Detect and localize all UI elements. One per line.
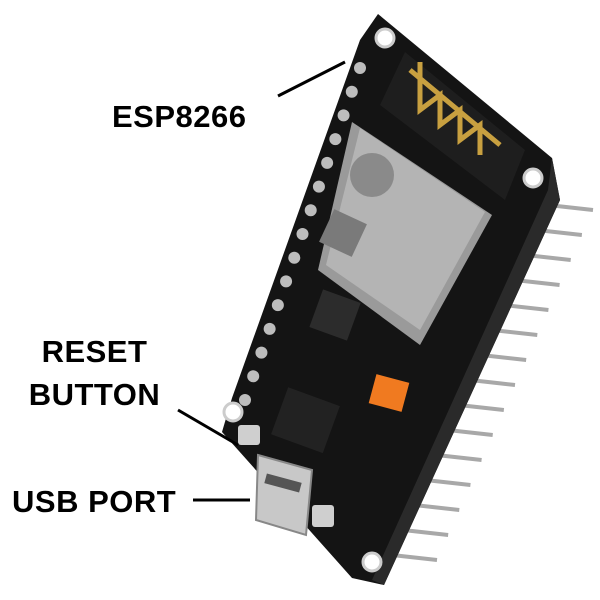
solder-pad xyxy=(280,275,293,288)
reset-pointer-line xyxy=(177,408,239,447)
header-pin xyxy=(391,553,438,562)
reset-button xyxy=(238,425,260,445)
header-pin xyxy=(447,428,493,437)
header-pin xyxy=(425,478,471,487)
esp-pointer-line xyxy=(277,60,346,98)
left-header-pins xyxy=(239,62,366,406)
usb-port-slot xyxy=(264,473,302,493)
header-pin xyxy=(402,528,449,537)
usb-port xyxy=(254,453,314,537)
antenna-area xyxy=(380,52,525,200)
reset-button-label: RESET BUTTON xyxy=(22,330,167,416)
flash-button xyxy=(312,505,334,527)
mounting-hole xyxy=(222,401,244,423)
antenna-trace xyxy=(408,62,502,155)
esp8266-label: ESP8266 xyxy=(112,99,247,134)
solder-pad xyxy=(239,394,251,406)
solder-pad xyxy=(247,370,260,383)
solder-pad xyxy=(321,156,334,169)
header-pin xyxy=(436,453,482,462)
solder-pad xyxy=(263,322,276,335)
solder-pad xyxy=(288,251,301,264)
solder-pad xyxy=(296,228,309,240)
mounting-hole xyxy=(522,167,544,189)
voltage-regulator xyxy=(309,289,361,341)
capacitor xyxy=(368,374,410,412)
solder-pad xyxy=(345,85,358,98)
mounting-hole xyxy=(374,27,396,49)
wifi-logo-box xyxy=(319,209,367,257)
mounting-hole xyxy=(361,551,383,573)
solder-pad xyxy=(312,180,325,193)
solder-pad xyxy=(271,299,284,312)
wifi-logo xyxy=(350,153,394,197)
header-pin xyxy=(469,378,516,387)
solder-pad xyxy=(255,346,268,359)
pcb-edge xyxy=(372,158,560,585)
solder-pad xyxy=(329,133,342,146)
header-pin xyxy=(458,403,505,412)
usb-port-label: USB PORT xyxy=(12,484,177,519)
usb-serial-chip xyxy=(271,387,340,454)
solder-pad xyxy=(304,204,317,217)
solder-pad xyxy=(354,62,366,74)
reset-label-line2: BUTTON xyxy=(28,377,161,412)
reset-label-line1: RESET xyxy=(41,334,148,369)
solder-pad xyxy=(337,109,350,122)
header-pin xyxy=(414,503,460,512)
